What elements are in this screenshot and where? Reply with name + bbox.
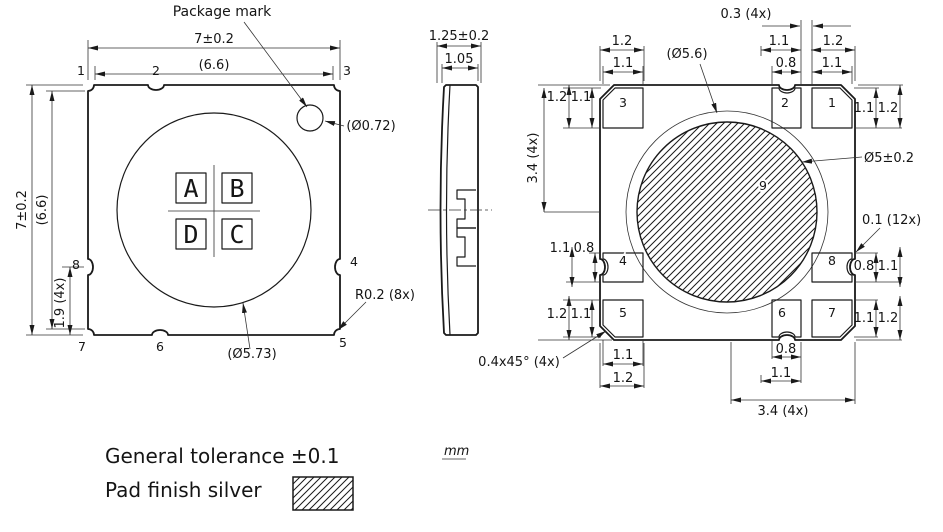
pad-6 [771,299,802,338]
mark-letter-c: C [229,220,244,249]
letter-box-c [221,218,253,250]
dim-pad4-height-outer: 1.1 [550,241,571,256]
letter-box-a [175,172,207,204]
castellation-section-upper [456,189,476,229]
dim-pad1-width-outer: 1.2 [823,34,844,49]
side-view: 1.25±0.2 1.05 [428,29,492,336]
castellation-section-lower [456,227,476,267]
dim-castellation-offset: 1.9 (4x) [53,278,68,329]
pads [602,87,853,338]
pad-7 [811,299,853,338]
package-body-outline [87,84,341,336]
bottom-body-outline [599,84,856,341]
dim-package-height: 7±0.2 [15,190,30,230]
pad-4 [602,252,644,283]
pad-label-6: 6 [778,305,786,320]
dim-pad1-height-outer: 1.2 [878,101,899,116]
dim-pad7-height: 1.1 [854,311,875,326]
pad-8 [811,252,853,283]
dim-pad8-height: 0.8 [854,259,875,274]
pad-label-3: 3 [619,95,627,110]
units-label: mm [444,444,469,459]
dim-pad8-height-outer: 1.1 [878,259,899,274]
dim-lid-diameter: (Ø5.73) [227,347,276,362]
dim-pitch-horizontal: 3.4 (4x) [758,404,809,419]
notes: General tolerance ±0.1 Pad finish silver… [105,444,469,511]
dim-pad2-width-outer: 1.1 [769,34,790,49]
dim-pad3-width-outer: 1.2 [612,34,633,49]
dim-package-height-ref: (6.6) [35,195,50,226]
dim-corner-radius: R0.2 (8x) [355,288,415,303]
lid-outline-circle [625,110,829,314]
dim-package-width-ref: (6.6) [199,58,230,73]
letter-box-b [221,172,253,204]
dim-pad6-width-outer: 1.1 [771,366,792,381]
dim-pad5-width-outer: 1.2 [613,371,634,386]
general-tolerance-note: General tolerance ±0.1 [105,444,340,468]
pad-label-1: 1 [828,95,836,110]
dim-pad3-height: 1.1 [571,90,592,105]
dim-pad6-width: 0.8 [776,342,797,357]
pad-finish-note: Pad finish silver [105,478,262,502]
pin-label-4: 4 [350,254,358,269]
side-view-dimension-lines [436,42,482,83]
dim-package-width: 7±0.2 [194,32,234,47]
dim-pad3-width: 1.1 [613,56,634,71]
top-view: A B D C Package mark 7±0.2 (6.6) 7±0.2 [15,4,415,362]
pin-label-8: 8 [72,257,80,272]
pad-label-2: 2 [781,95,789,110]
mark-letter-a: A [183,174,198,203]
dim-center-pad-diameter: Ø5±0.2 [864,151,914,166]
pin-label-5: 5 [339,335,347,350]
dim-pitch-vertical: 3.4 (4x) [526,133,541,184]
dim-pad5-height: 1.1 [571,307,592,322]
package-mark-circle [296,104,324,132]
dim-pad2-width: 0.8 [776,56,797,71]
letter-box-d [175,218,207,250]
dim-pad5-height-outer: 1.2 [547,307,568,322]
dim-pad1-width: 1.1 [822,56,843,71]
pad-label-4: 4 [619,253,627,268]
pad-label-7: 7 [828,305,836,320]
lid-circle [116,112,312,308]
mark-letters-block: A B D C [168,165,260,257]
dim-pad7-height-outer: 1.2 [878,311,899,326]
dim-pad3-height-outer: 1.2 [547,90,568,105]
pad-label-8: 8 [828,253,836,268]
pad-2 [771,87,802,129]
dim-corner-chamfer: 0.4x45° (4x) [478,355,560,370]
package-mark-label: Package mark [173,4,272,20]
dim-pad5-width: 1.1 [613,348,634,363]
pin-label-7: 7 [78,339,86,354]
top-view-dimension-lines [26,21,367,350]
lid-edge-line [445,84,451,336]
pad-label-9: 9 [759,178,767,193]
dim-pad4-height: 0.8 [574,241,595,256]
bottom-view-dimension-lines [538,20,903,404]
pad-5 [602,299,644,338]
mark-letter-d: D [183,220,198,249]
side-outline [439,84,479,336]
bottom-view: 0.3 (4x) 1.2 1.1 (Ø5.6) 1.1 0.8 1.2 1.1 … [478,7,921,419]
dim-pad-gap: 0.3 (4x) [721,7,772,22]
pin-label-6: 6 [156,339,164,354]
pad-label-5: 5 [619,305,627,320]
mark-letter-b: B [229,174,244,203]
dim-mark-diameter: (Ø0.72) [346,119,395,134]
mark-cross-lines [168,165,260,257]
pin-label-3: 3 [343,63,351,78]
pad-3 [602,87,644,129]
dim-total-thickness: 1.25±0.2 [429,29,490,44]
center-pad [636,121,818,303]
pin-label-2: 2 [152,63,160,78]
pad-finish-swatch [292,476,354,511]
dim-edge-gap: 0.1 (12x) [862,213,921,228]
dim-pad1-height: 1.1 [854,101,875,116]
pad-1 [811,87,853,129]
dim-lid-diameter-ref: (Ø5.6) [666,47,707,62]
dim-body-thickness: 1.05 [445,52,474,67]
pin-label-1: 1 [77,63,85,78]
